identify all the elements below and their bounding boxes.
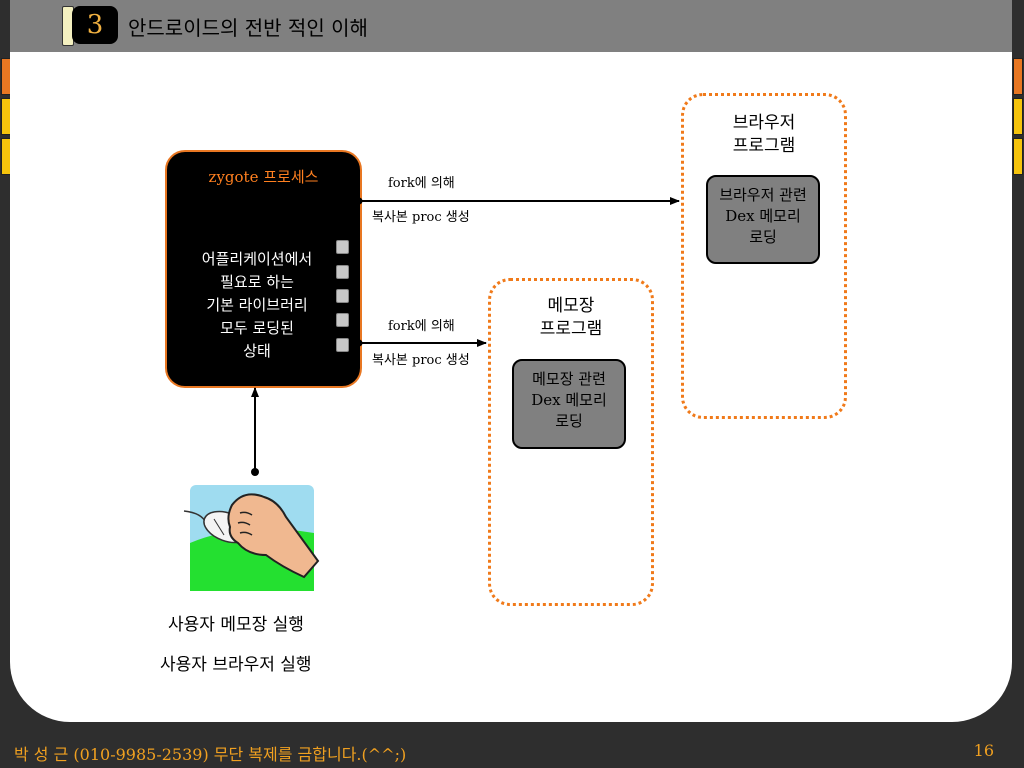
fork-label-bottom: 복사본 proc 생성 xyxy=(372,210,470,225)
right-tab-yellow-1 xyxy=(1013,98,1023,135)
zygote-description: 어플리케이션에서 필요로 하는 기본 라이브러리 모두 로딩된 상태 xyxy=(201,250,313,360)
library-block xyxy=(336,265,349,279)
caption-user-browser: 사용자 브라우저 실행 xyxy=(160,655,312,675)
fork-arrow-browser xyxy=(355,197,680,205)
fork-label-top: fork에 의해 xyxy=(388,176,455,191)
library-block xyxy=(336,338,349,352)
fork-label-top: fork에 의해 xyxy=(388,319,455,334)
right-tab-yellow-2 xyxy=(1013,138,1023,175)
browser-program-title: 브라우저 프로그램 xyxy=(732,113,796,156)
library-block xyxy=(336,313,349,327)
caption-user-memo: 사용자 메모장 실행 xyxy=(168,615,304,635)
user-trigger-arrow xyxy=(251,387,259,476)
page-number: 16 xyxy=(973,741,994,760)
zygote-process-box: zygote 프로세스 어플리케이션에서 필요로 하는 기본 라이브러리 모두 … xyxy=(165,150,362,388)
library-block xyxy=(336,289,349,303)
library-block xyxy=(336,240,349,254)
zygote-title: zygote 프로세스 xyxy=(208,168,319,186)
footer-copyright: 박 성 근 (010-9985-2539) 무단 복제를 금합니다.(^^;) xyxy=(14,745,407,764)
mouse-hand-icon xyxy=(183,485,320,591)
slide-number-badge: 3 xyxy=(72,6,118,44)
header-bar: 3 안드로이드의 전반 적인 이해 xyxy=(10,0,1012,53)
right-tab-orange xyxy=(1013,58,1023,95)
fork-arrow-memo xyxy=(355,339,487,347)
browser-dex-box: 브라우저 관련 Dex 메모리 로딩 xyxy=(706,175,820,264)
fork-label-bottom: 복사본 proc 생성 xyxy=(372,353,470,368)
memo-program-title: 메모장 프로그램 xyxy=(539,296,603,339)
slide-title: 안드로이드의 전반 적인 이해 xyxy=(128,16,368,40)
memo-dex-box: 메모장 관련 Dex 메모리 로딩 xyxy=(512,359,626,449)
